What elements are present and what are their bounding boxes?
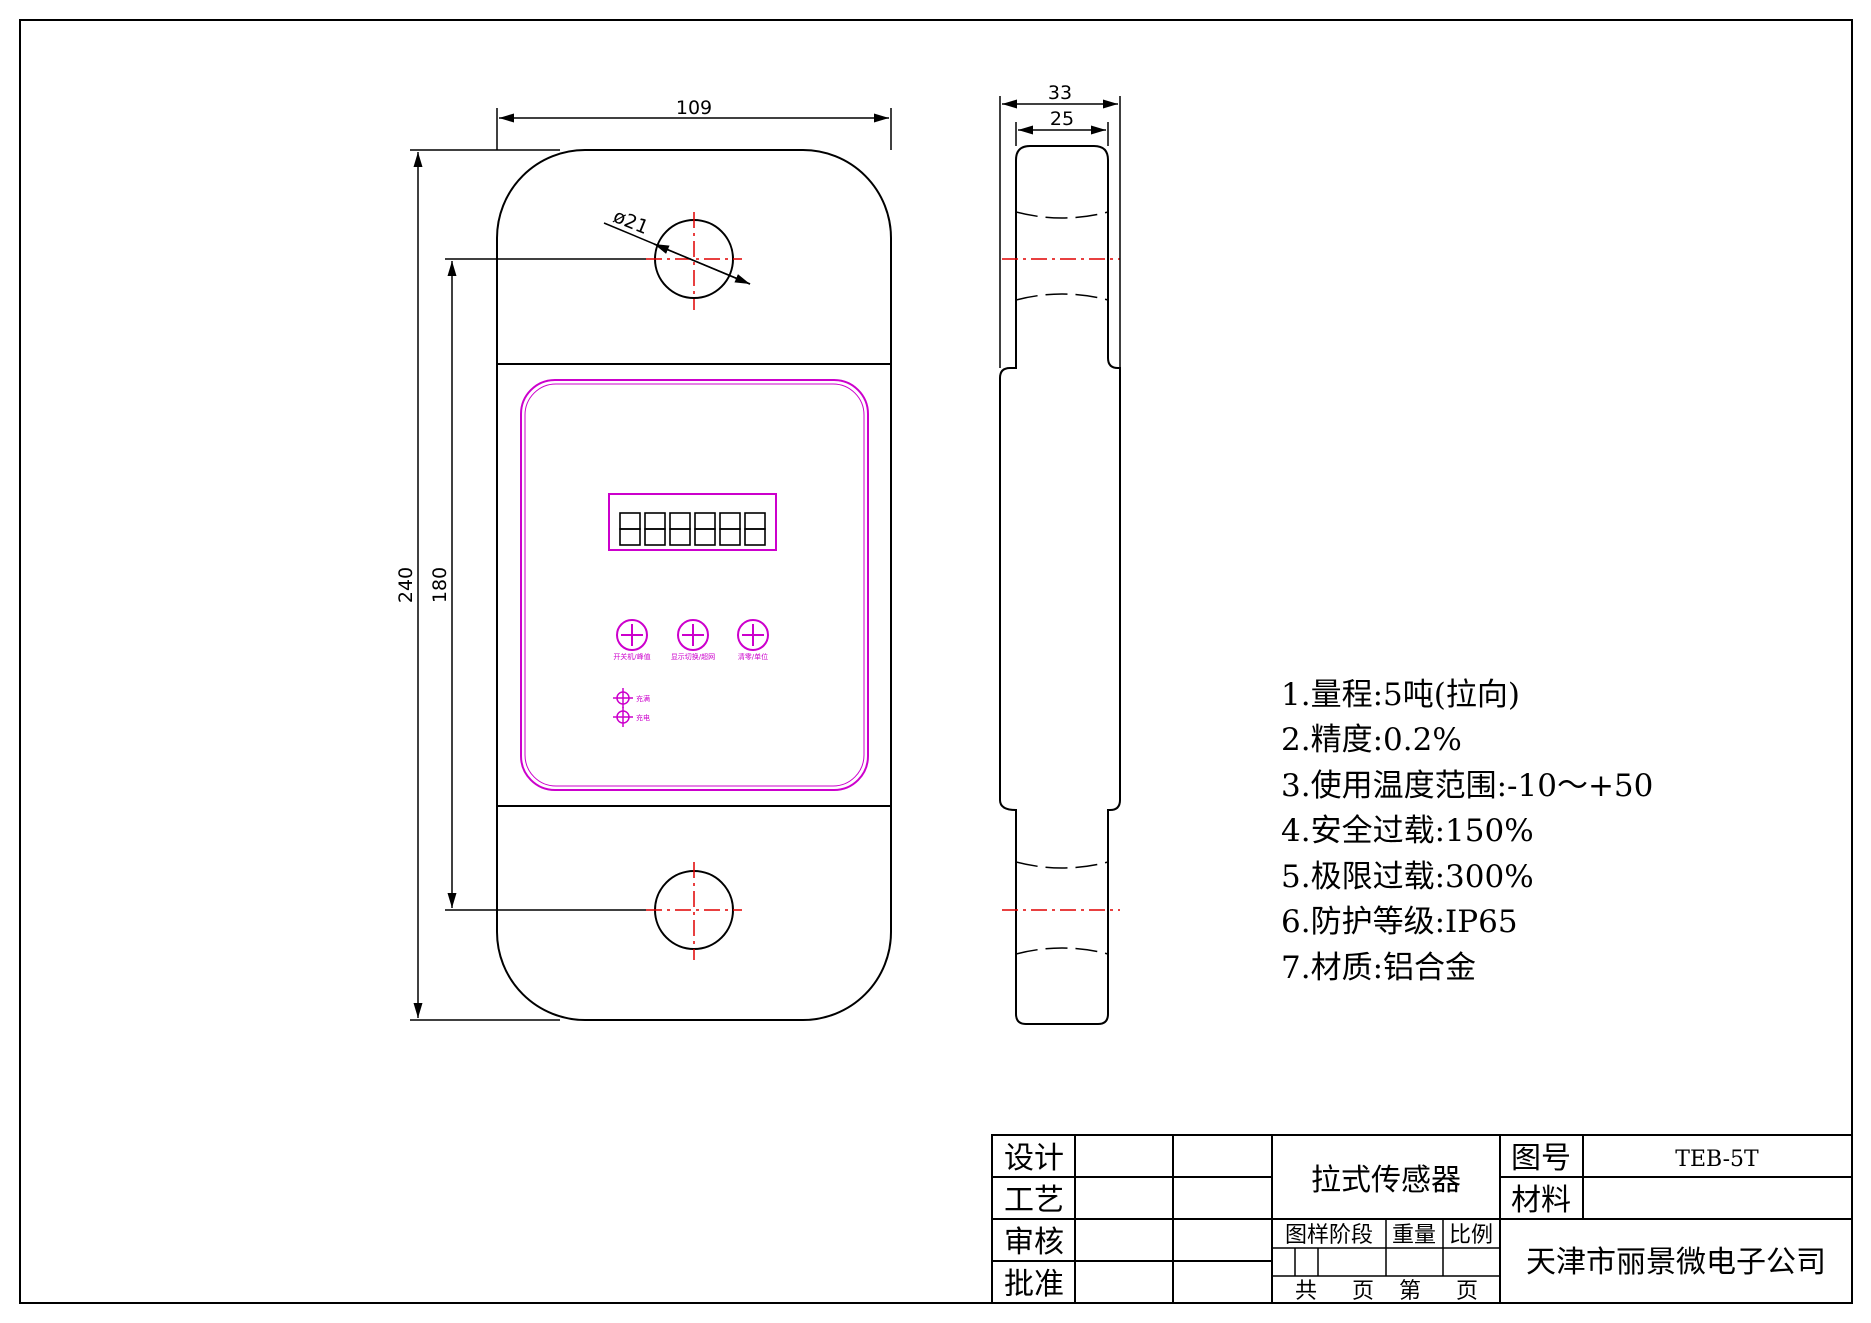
company-name: 天津市丽景微电子公司 <box>1526 1245 1826 1280</box>
display-panel <box>520 379 869 791</box>
spec-item: 7.材质:铝合金 <box>1281 950 1476 986</box>
title-block: 设计 工艺 审核 批准 拉式传感器 图样阶段 重量 比例 共 页 第 页 图号 … <box>991 1134 1853 1304</box>
indicator-label-full: 充满 <box>636 694 650 703</box>
lcd-digit-bottom <box>719 528 741 546</box>
function-buttons: 开关机/峰值 显示切换/超网 清零/单位 <box>613 619 769 661</box>
front-view: 开关机/峰值 显示切换/超网 清零/单位 充满 <box>395 97 892 1021</box>
spec-item: 5.极限过载:300% <box>1281 859 1534 895</box>
label-page-1: 页 <box>1352 1279 1374 1304</box>
lcd-digit-bottom <box>694 528 716 546</box>
display-panel-inner <box>524 383 865 787</box>
indicator-label-charging: 充电 <box>636 713 650 722</box>
button-power-peak: 开关机/峰值 <box>613 619 651 661</box>
product-name: 拉式传感器 <box>1311 1163 1461 1198</box>
dim-label-109: 109 <box>676 97 712 119</box>
lcd-digit-bottom <box>669 528 691 546</box>
side-hole-arc-bot-1 <box>1015 861 1109 869</box>
indicator-charging: 充电 <box>613 707 650 727</box>
lcd-window <box>608 493 777 551</box>
indicator-lights: 充满 充电 <box>613 688 650 727</box>
dim-label-33: 33 <box>1048 82 1072 104</box>
dim-label-diameter: ø21 <box>610 205 651 239</box>
button-tare-unit: 清零/单位 <box>737 619 769 661</box>
upper-hole <box>654 219 734 299</box>
label-review: 审核 <box>1004 1225 1064 1260</box>
label-total: 共 <box>1295 1279 1317 1304</box>
dim-hole-diameter: ø21 <box>603 205 751 285</box>
side-hole-arc-top-1 <box>1015 211 1109 219</box>
side-hole-arc-bot-2 <box>1015 947 1109 955</box>
spec-item: 1.量程:5吨(拉向) <box>1281 677 1520 713</box>
label-design: 设计 <box>1004 1141 1064 1176</box>
dim-side-inner-width: 25 <box>1015 108 1109 146</box>
spec-item: 4.安全过载:150% <box>1281 813 1534 849</box>
lcd-digit-top <box>719 512 741 530</box>
button-display-switch: 显示切换/超网 <box>671 619 715 661</box>
label-material: 材料 <box>1511 1183 1571 1218</box>
side-outline <box>999 145 1121 1025</box>
spec-list: 1.量程:5吨(拉向) 2.精度:0.2% 3.使用温度范围:-10～+50 4… <box>1281 677 1653 986</box>
lcd-digit-bottom <box>619 528 641 546</box>
dim-overall-height: 240 <box>395 149 560 1021</box>
lcd-digit-top <box>694 512 716 530</box>
indicator-full: 充满 <box>613 688 650 708</box>
label-weight: 重量 <box>1392 1223 1436 1248</box>
label-stage: 图样阶段 <box>1285 1223 1373 1248</box>
button-label-tare: 清零/单位 <box>738 652 768 661</box>
spec-item: 2.精度:0.2% <box>1281 722 1462 758</box>
label-process: 工艺 <box>1004 1183 1064 1218</box>
side-view: 33 25 <box>999 82 1121 1025</box>
label-drawing-no: 图号 <box>1511 1141 1571 1176</box>
dim-side-outer-width: 33 <box>999 82 1121 368</box>
sheet-border <box>19 19 1853 1304</box>
lcd-digits <box>619 512 766 546</box>
dim-label-25: 25 <box>1050 108 1074 130</box>
label-page-2: 页 <box>1456 1279 1478 1304</box>
spec-item: 3.使用温度范围:-10～+50 <box>1281 768 1653 804</box>
button-label-display: 显示切换/超网 <box>671 652 715 661</box>
lcd-digit-bottom <box>644 528 666 546</box>
lower-hole <box>654 870 734 950</box>
dim-label-180: 180 <box>429 567 451 603</box>
spec-item: 6.防护等级:IP65 <box>1281 904 1518 940</box>
lcd-digit-top <box>619 512 641 530</box>
lcd-digit-bottom <box>744 528 766 546</box>
drawing-no: TEB-5T <box>1675 1147 1759 1172</box>
dim-overall-width: 109 <box>496 97 892 150</box>
button-label-power: 开关机/峰值 <box>613 652 650 661</box>
side-hole-arc-top-2 <box>1015 293 1109 301</box>
dim-label-240: 240 <box>395 567 417 603</box>
label-sheet: 第 <box>1399 1279 1421 1304</box>
lcd-digit-top <box>669 512 691 530</box>
lcd-digit-top <box>644 512 666 530</box>
lcd-digit-top <box>744 512 766 530</box>
label-approve: 批准 <box>1004 1267 1064 1302</box>
dim-hole-spacing: 180 <box>429 258 646 911</box>
label-scale: 比例 <box>1449 1223 1493 1248</box>
housing-outline <box>496 149 892 1021</box>
